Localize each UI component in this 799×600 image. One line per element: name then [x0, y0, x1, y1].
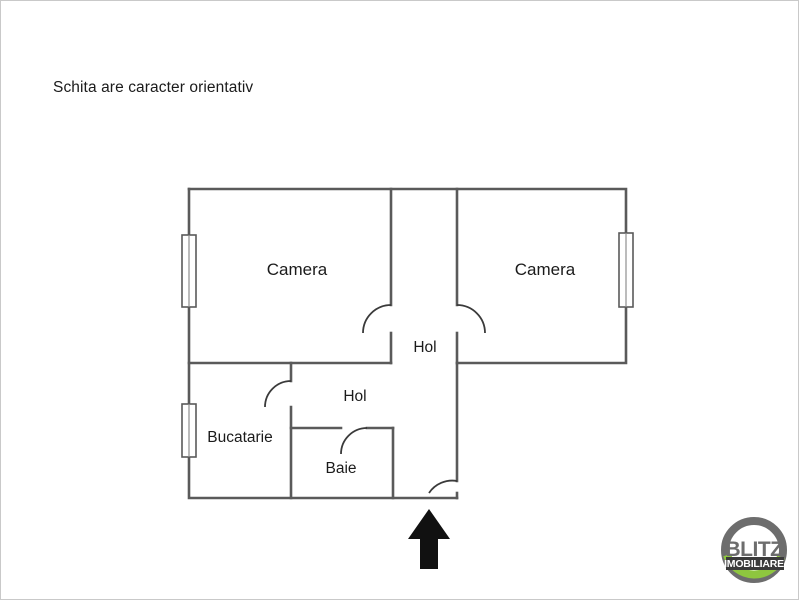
logo-band — [726, 557, 784, 570]
logo-brand-text: BLITZ — [726, 538, 784, 561]
room-label-camera-right: Camera — [515, 260, 576, 279]
door-camera-left — [362, 304, 392, 334]
room-label-hol-upper: Hol — [413, 339, 436, 356]
door-arcs — [264, 304, 486, 494]
windows — [181, 232, 634, 458]
walls — [187, 187, 628, 500]
door-entrance-arc — [428, 479, 458, 494]
window-camera-right — [618, 232, 634, 308]
entrance-arrow — [408, 509, 450, 569]
door-baie — [340, 427, 368, 455]
logo-ring — [721, 517, 787, 583]
room-label-hol-lower: Hol — [343, 388, 366, 405]
door-camera-right — [456, 304, 486, 334]
logo-subtitle-text: IMOBILIARE — [724, 558, 784, 570]
room-label-bucatarie: Bucatarie — [207, 429, 272, 446]
room-label-baie: Baie — [325, 460, 356, 477]
orientation-note: Schita are caracter orientativ — [53, 79, 254, 96]
window-camera-left — [181, 234, 197, 308]
room-label-camera-left: Camera — [267, 260, 328, 279]
window-bucatarie — [181, 403, 197, 458]
blitz-imobiliare-logo: BLITZ IMOBILIARE — [721, 517, 787, 583]
room-labels: Camera Camera Hol Hol Bucatarie Baie — [207, 260, 576, 477]
door-bucatarie — [264, 380, 292, 408]
